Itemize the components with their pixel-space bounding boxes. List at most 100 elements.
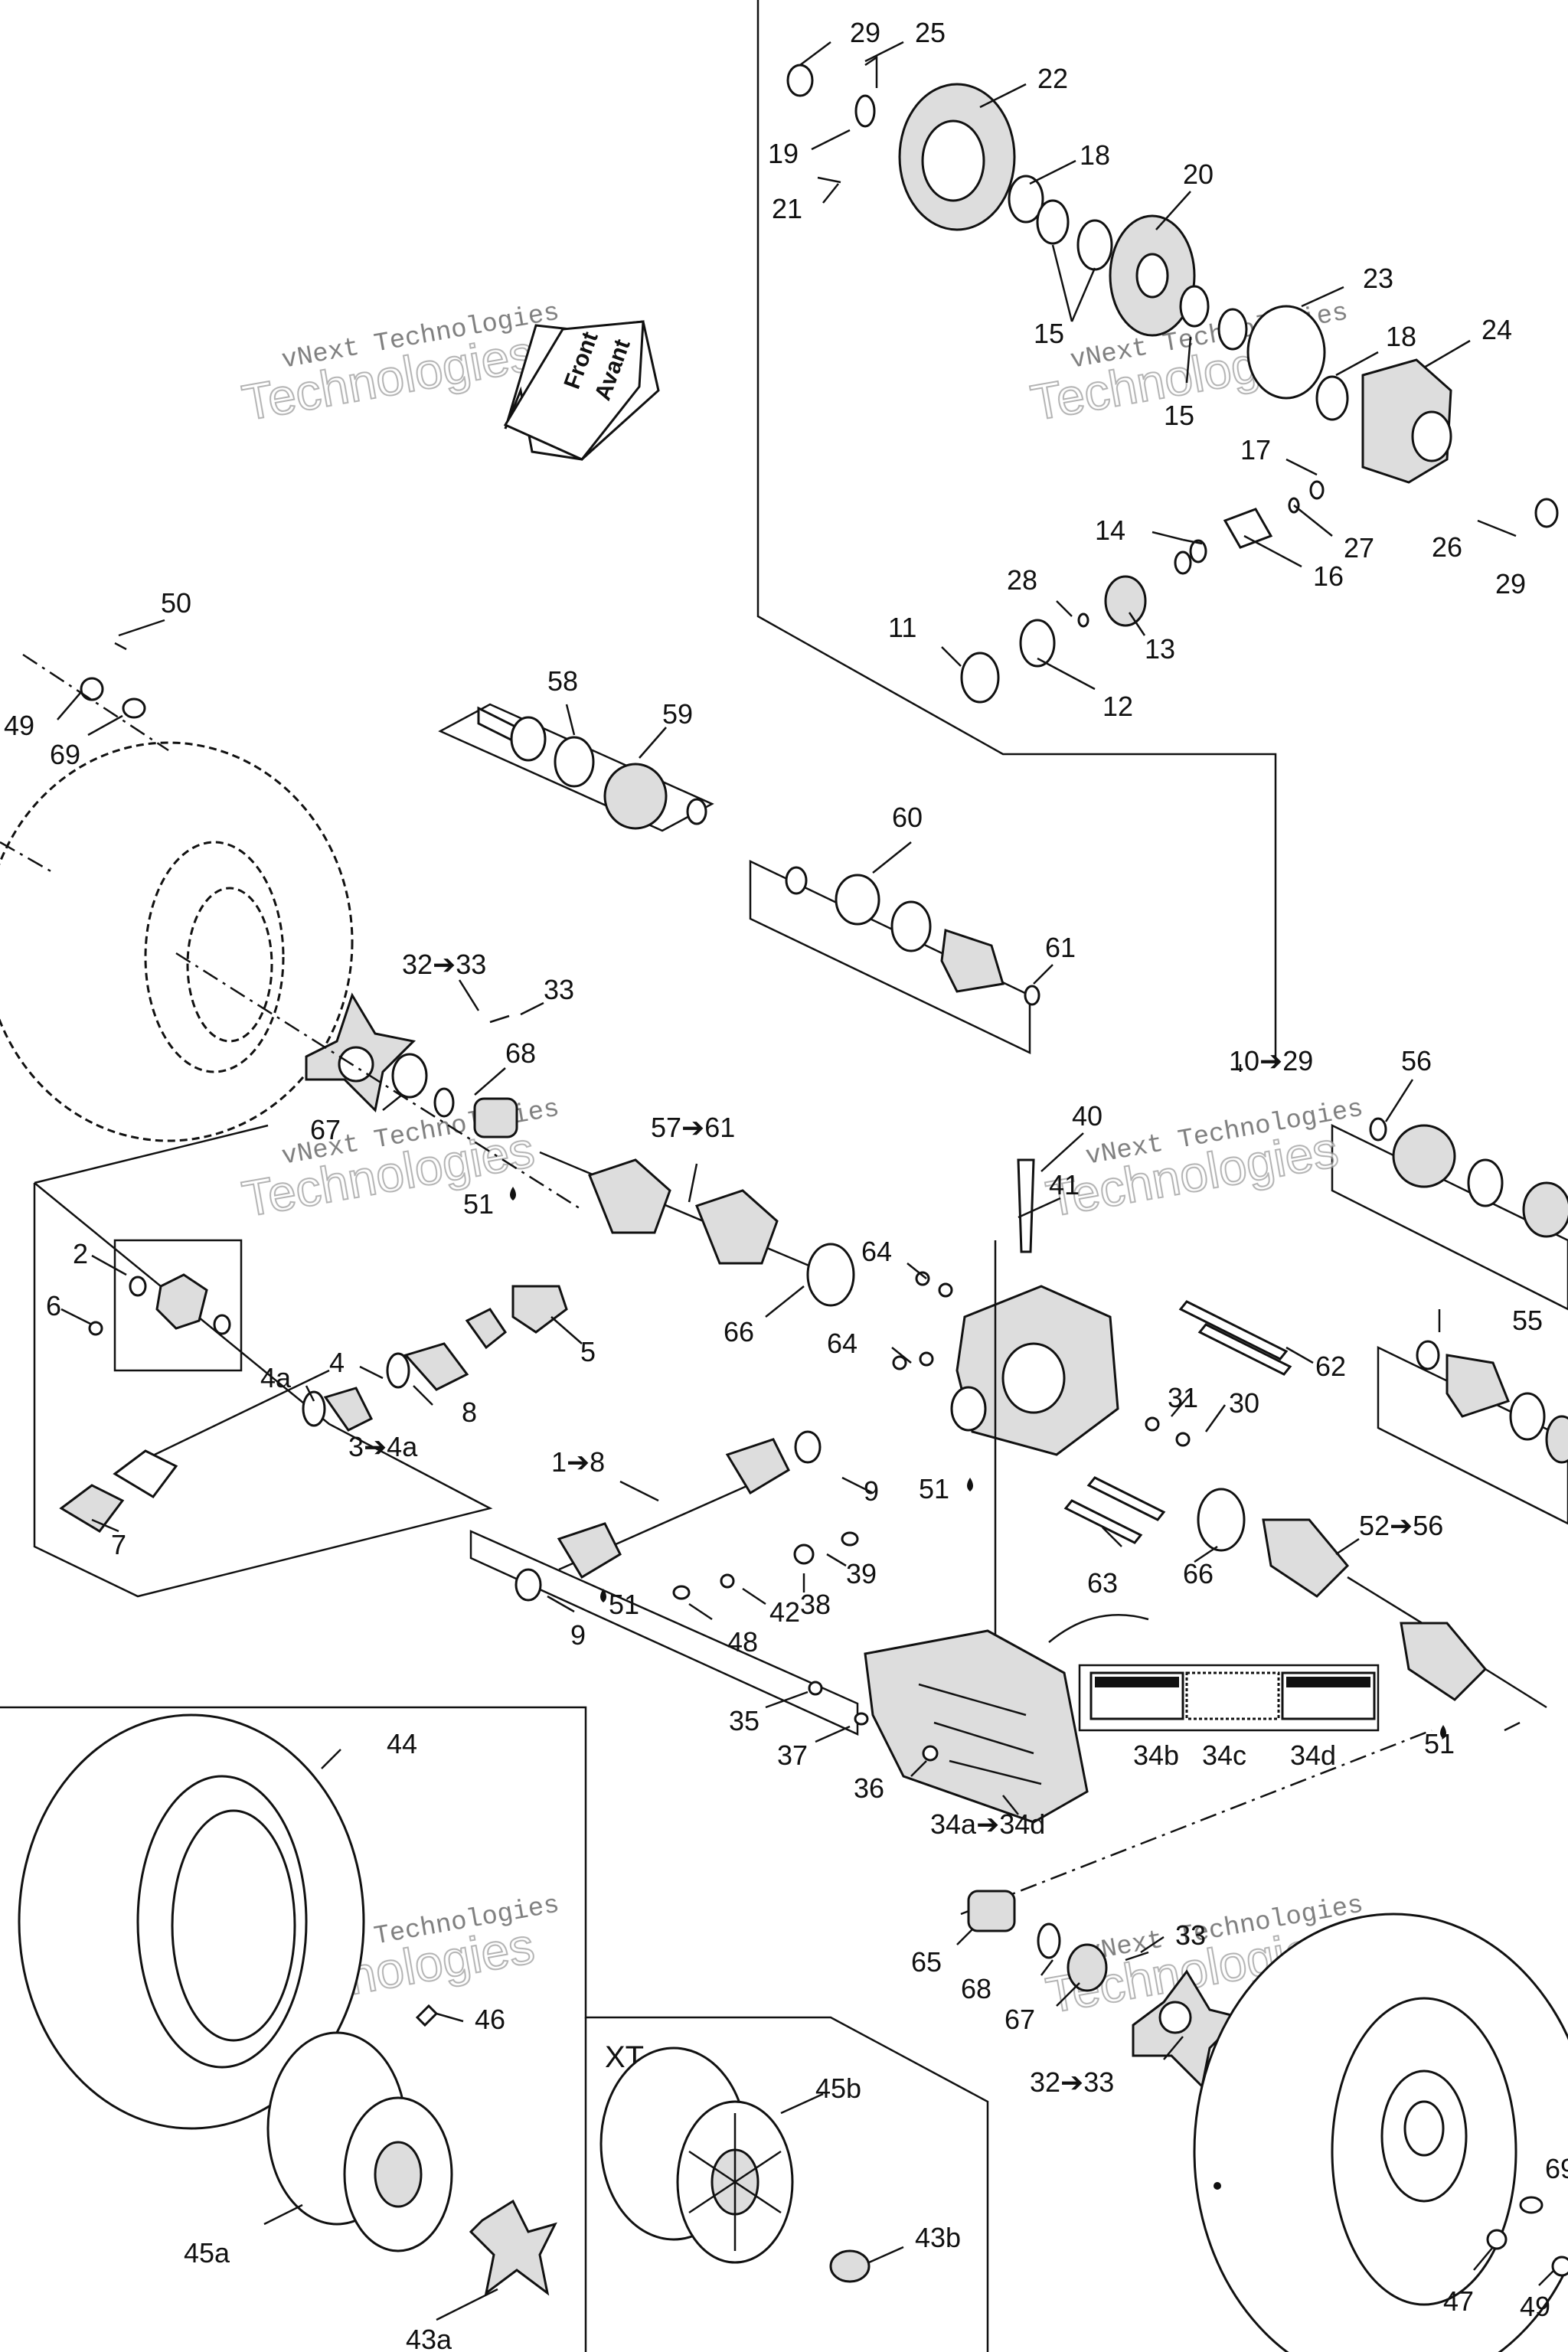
part-label: 35 xyxy=(729,1705,760,1736)
part-label: 11 xyxy=(888,612,916,643)
washer-39 xyxy=(841,1531,859,1547)
cv-kit-56 xyxy=(1369,1117,1568,1238)
part-label: 33 xyxy=(544,974,574,1005)
part-label: 22 xyxy=(1037,63,1068,94)
part-label: 15 xyxy=(1164,400,1194,431)
o-ring-23 xyxy=(1246,305,1326,400)
drive-shaft-parts xyxy=(59,1239,568,1533)
part-label: 45b xyxy=(815,2073,861,2104)
bearing-13 xyxy=(1104,575,1147,627)
part-label: 59 xyxy=(662,698,693,730)
bearing-68 xyxy=(473,1097,518,1138)
part-label: 64 xyxy=(827,1328,858,1359)
part-label: 34c xyxy=(1202,1740,1246,1771)
part-label: 41 xyxy=(1049,1169,1080,1200)
part-label: 7 xyxy=(111,1529,126,1560)
part-number-labels: 29 25 22 19 18 21 20 15 23 18 24 15 17 1… xyxy=(4,17,1568,2352)
part-label: 18 xyxy=(1080,139,1110,171)
seal-19 xyxy=(854,94,876,128)
washer-37 xyxy=(854,1712,869,1726)
part-label: 48 xyxy=(727,1626,758,1658)
prop-shaft-1-8 xyxy=(514,1430,859,1602)
grease-drop-icon xyxy=(1440,1725,1446,1739)
grease-fitting-6 xyxy=(88,1321,103,1336)
cap-43a xyxy=(469,2199,557,2296)
bolt-62b xyxy=(1178,1300,1289,1361)
screw-35 xyxy=(808,1681,823,1696)
part-label: 62 xyxy=(1315,1351,1346,1382)
part-label: 69 xyxy=(1545,2153,1568,2184)
part-label: 51 xyxy=(463,1188,494,1220)
part-label: 34b xyxy=(1133,1740,1179,1771)
part-label: 9 xyxy=(570,1619,586,1651)
bearing-9b xyxy=(514,1568,542,1602)
part-label: 56 xyxy=(1401,1045,1432,1076)
part-label: 8 xyxy=(462,1396,477,1428)
grease-drop-icons xyxy=(510,1187,1446,1739)
part-label: 63 xyxy=(1087,1567,1118,1599)
seal-66 xyxy=(806,1243,855,1307)
part-label: 12 xyxy=(1102,691,1133,722)
cotter-pin-50 xyxy=(114,642,127,651)
part-label: 15 xyxy=(1034,318,1064,349)
part-label: 32➔33 xyxy=(402,949,486,980)
seal-66b xyxy=(1197,1488,1246,1552)
nut-47 xyxy=(1486,2229,1508,2250)
part-label: 1➔8 xyxy=(551,1446,605,1478)
shim-17 xyxy=(1309,480,1325,500)
bearing-65 xyxy=(967,1890,1016,1932)
bolt-42 xyxy=(720,1573,735,1589)
differential-inset-frame xyxy=(756,0,1277,1064)
part-label: 57➔61 xyxy=(651,1112,735,1143)
nut-36 xyxy=(922,1745,939,1762)
part-label: 67 xyxy=(1004,2004,1035,2035)
part-label: 17 xyxy=(1240,434,1271,466)
part-label: 27 xyxy=(1344,532,1374,564)
differential-parts xyxy=(786,55,1559,704)
vent-40 xyxy=(1017,1158,1035,1253)
lower-left-tire-44 xyxy=(18,1713,365,2130)
u-joint-2 xyxy=(155,1273,208,1330)
upper-left-tire xyxy=(0,741,354,1142)
rim-45a xyxy=(266,2004,557,2296)
part-label: 42 xyxy=(769,1596,800,1628)
part-label: 24 xyxy=(1481,314,1512,345)
part-label: 60 xyxy=(892,802,923,833)
pin-25 xyxy=(864,55,878,88)
bearing-9a xyxy=(794,1430,822,1464)
drive-shaft-inset-frame xyxy=(33,1124,493,1598)
part-label: 5 xyxy=(580,1336,596,1367)
part-label: 37 xyxy=(777,1740,808,1771)
cv-kit-58-59 xyxy=(477,706,707,830)
part-label: 2 xyxy=(73,1238,88,1269)
part-label: 29 xyxy=(1495,568,1526,599)
hub-32 xyxy=(175,952,583,1211)
part-label: 44 xyxy=(387,1728,417,1759)
bolt-63b xyxy=(1063,1499,1143,1544)
part-label: 51 xyxy=(1424,1728,1455,1759)
part-label: 69 xyxy=(50,739,80,770)
part-label: 39 xyxy=(846,1558,877,1589)
washer-69b xyxy=(1519,2196,1544,2214)
part-label: 68 xyxy=(505,1037,536,1069)
slip-yoke-8 xyxy=(403,1342,469,1391)
part-label: 25 xyxy=(915,17,946,48)
part-label: 20 xyxy=(1183,158,1214,190)
part-label: 46 xyxy=(475,2004,505,2035)
lower-right-tire xyxy=(1193,1913,1568,2352)
part-label: 65 xyxy=(911,1946,942,1978)
nut-38 xyxy=(793,1544,815,1565)
part-label: 31 xyxy=(1168,1382,1198,1413)
part-label: 9 xyxy=(864,1475,879,1507)
front-direction-arrow: Front Avant xyxy=(503,320,660,461)
seal-67b xyxy=(1067,1943,1108,1992)
shim-14 xyxy=(1189,539,1207,564)
nut-49b xyxy=(1551,2256,1568,2277)
part-label: 61 xyxy=(1045,932,1076,963)
part-label: 23 xyxy=(1363,263,1393,294)
part-label: 49 xyxy=(4,710,34,741)
part-label: 66 xyxy=(1183,1558,1214,1589)
part-label: 45a xyxy=(184,2237,230,2269)
part-label: 51 xyxy=(919,1473,949,1504)
axle-shaft-52-56 xyxy=(1197,1488,1547,1709)
